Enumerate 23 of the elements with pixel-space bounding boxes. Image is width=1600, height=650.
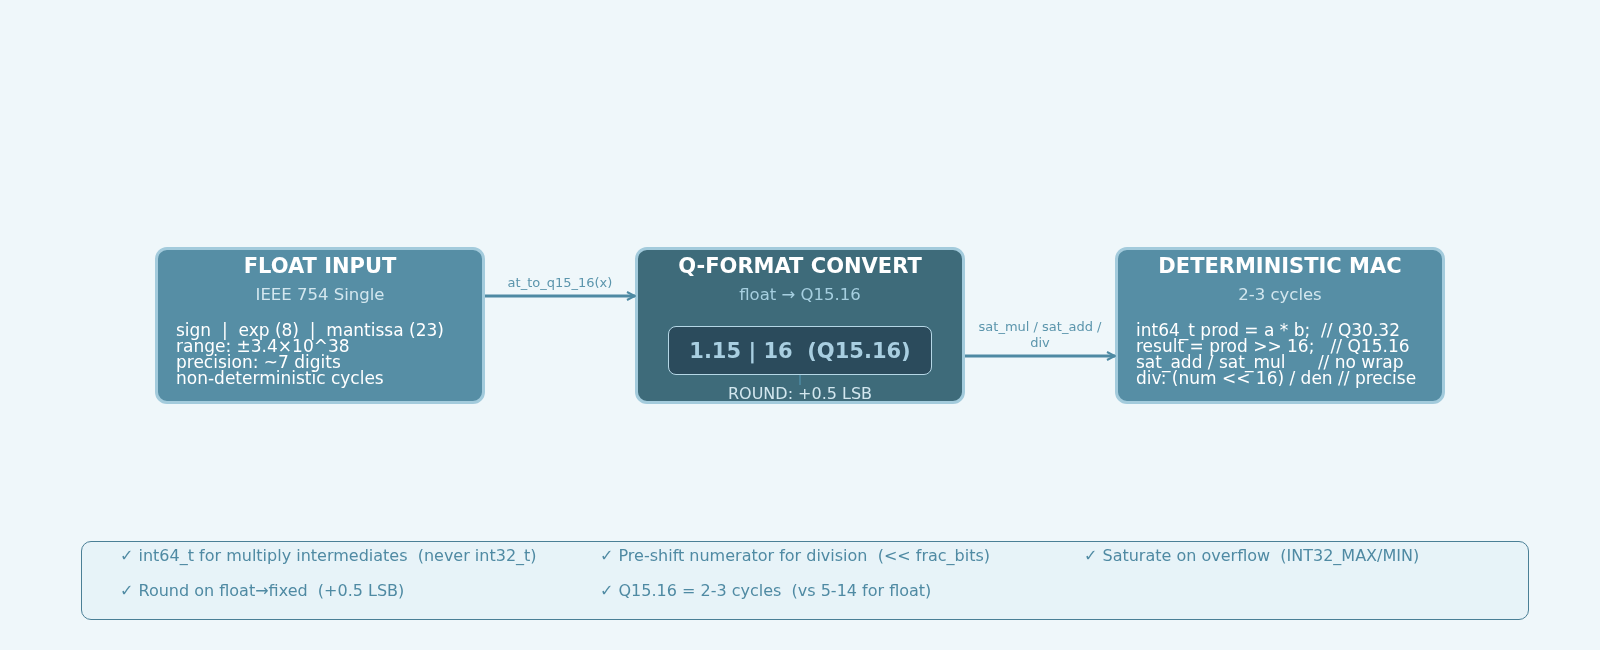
round-note: ROUND: +0.5 LSB: [727, 385, 873, 403]
checklist-panel: [81, 541, 1529, 620]
detail-line: precision: ~7 digits: [176, 354, 341, 370]
process-card: [1115, 247, 1445, 404]
checklist-item: ✓ Pre-shift numerator for division (<< frac_bits): [600, 546, 991, 566]
arrow: [965, 351, 1116, 361]
checklist-item: ✓ int64_t for multiply intermediates (never int32_t): [120, 546, 537, 566]
detail-line: sign | exp (8) | mantissa (23): [176, 322, 444, 338]
card-title: Q-FORMAT CONVERT: [677, 253, 923, 279]
card-subtitle: 2-3 cycles: [1237, 285, 1323, 305]
checklist-item: ✓ Q15.16 = 2-3 cycles (vs 5-14 for float): [600, 581, 932, 601]
card-subtitle: float → Q15.16: [738, 285, 862, 305]
checklist-item: ✓ Round on float→fixed (+0.5 LSB): [120, 581, 405, 601]
detail-line: non-deterministic cycles: [176, 370, 384, 386]
card-title: DETERMINISTIC MAC: [1157, 253, 1403, 279]
process-card: [155, 247, 485, 404]
card-subtitle: IEEE 754 Single: [254, 285, 386, 305]
edge-label: at_to_q15_16(x): [505, 275, 615, 291]
card-title: FLOAT INPUT: [242, 253, 398, 279]
checklist-item: ✓ Saturate on overflow (INT32_MAX/MIN): [1084, 546, 1420, 566]
bit-layout-box: 1.15 | 16 (Q15.16): [668, 326, 932, 375]
process-card: [635, 247, 965, 404]
arrow: [485, 291, 636, 301]
